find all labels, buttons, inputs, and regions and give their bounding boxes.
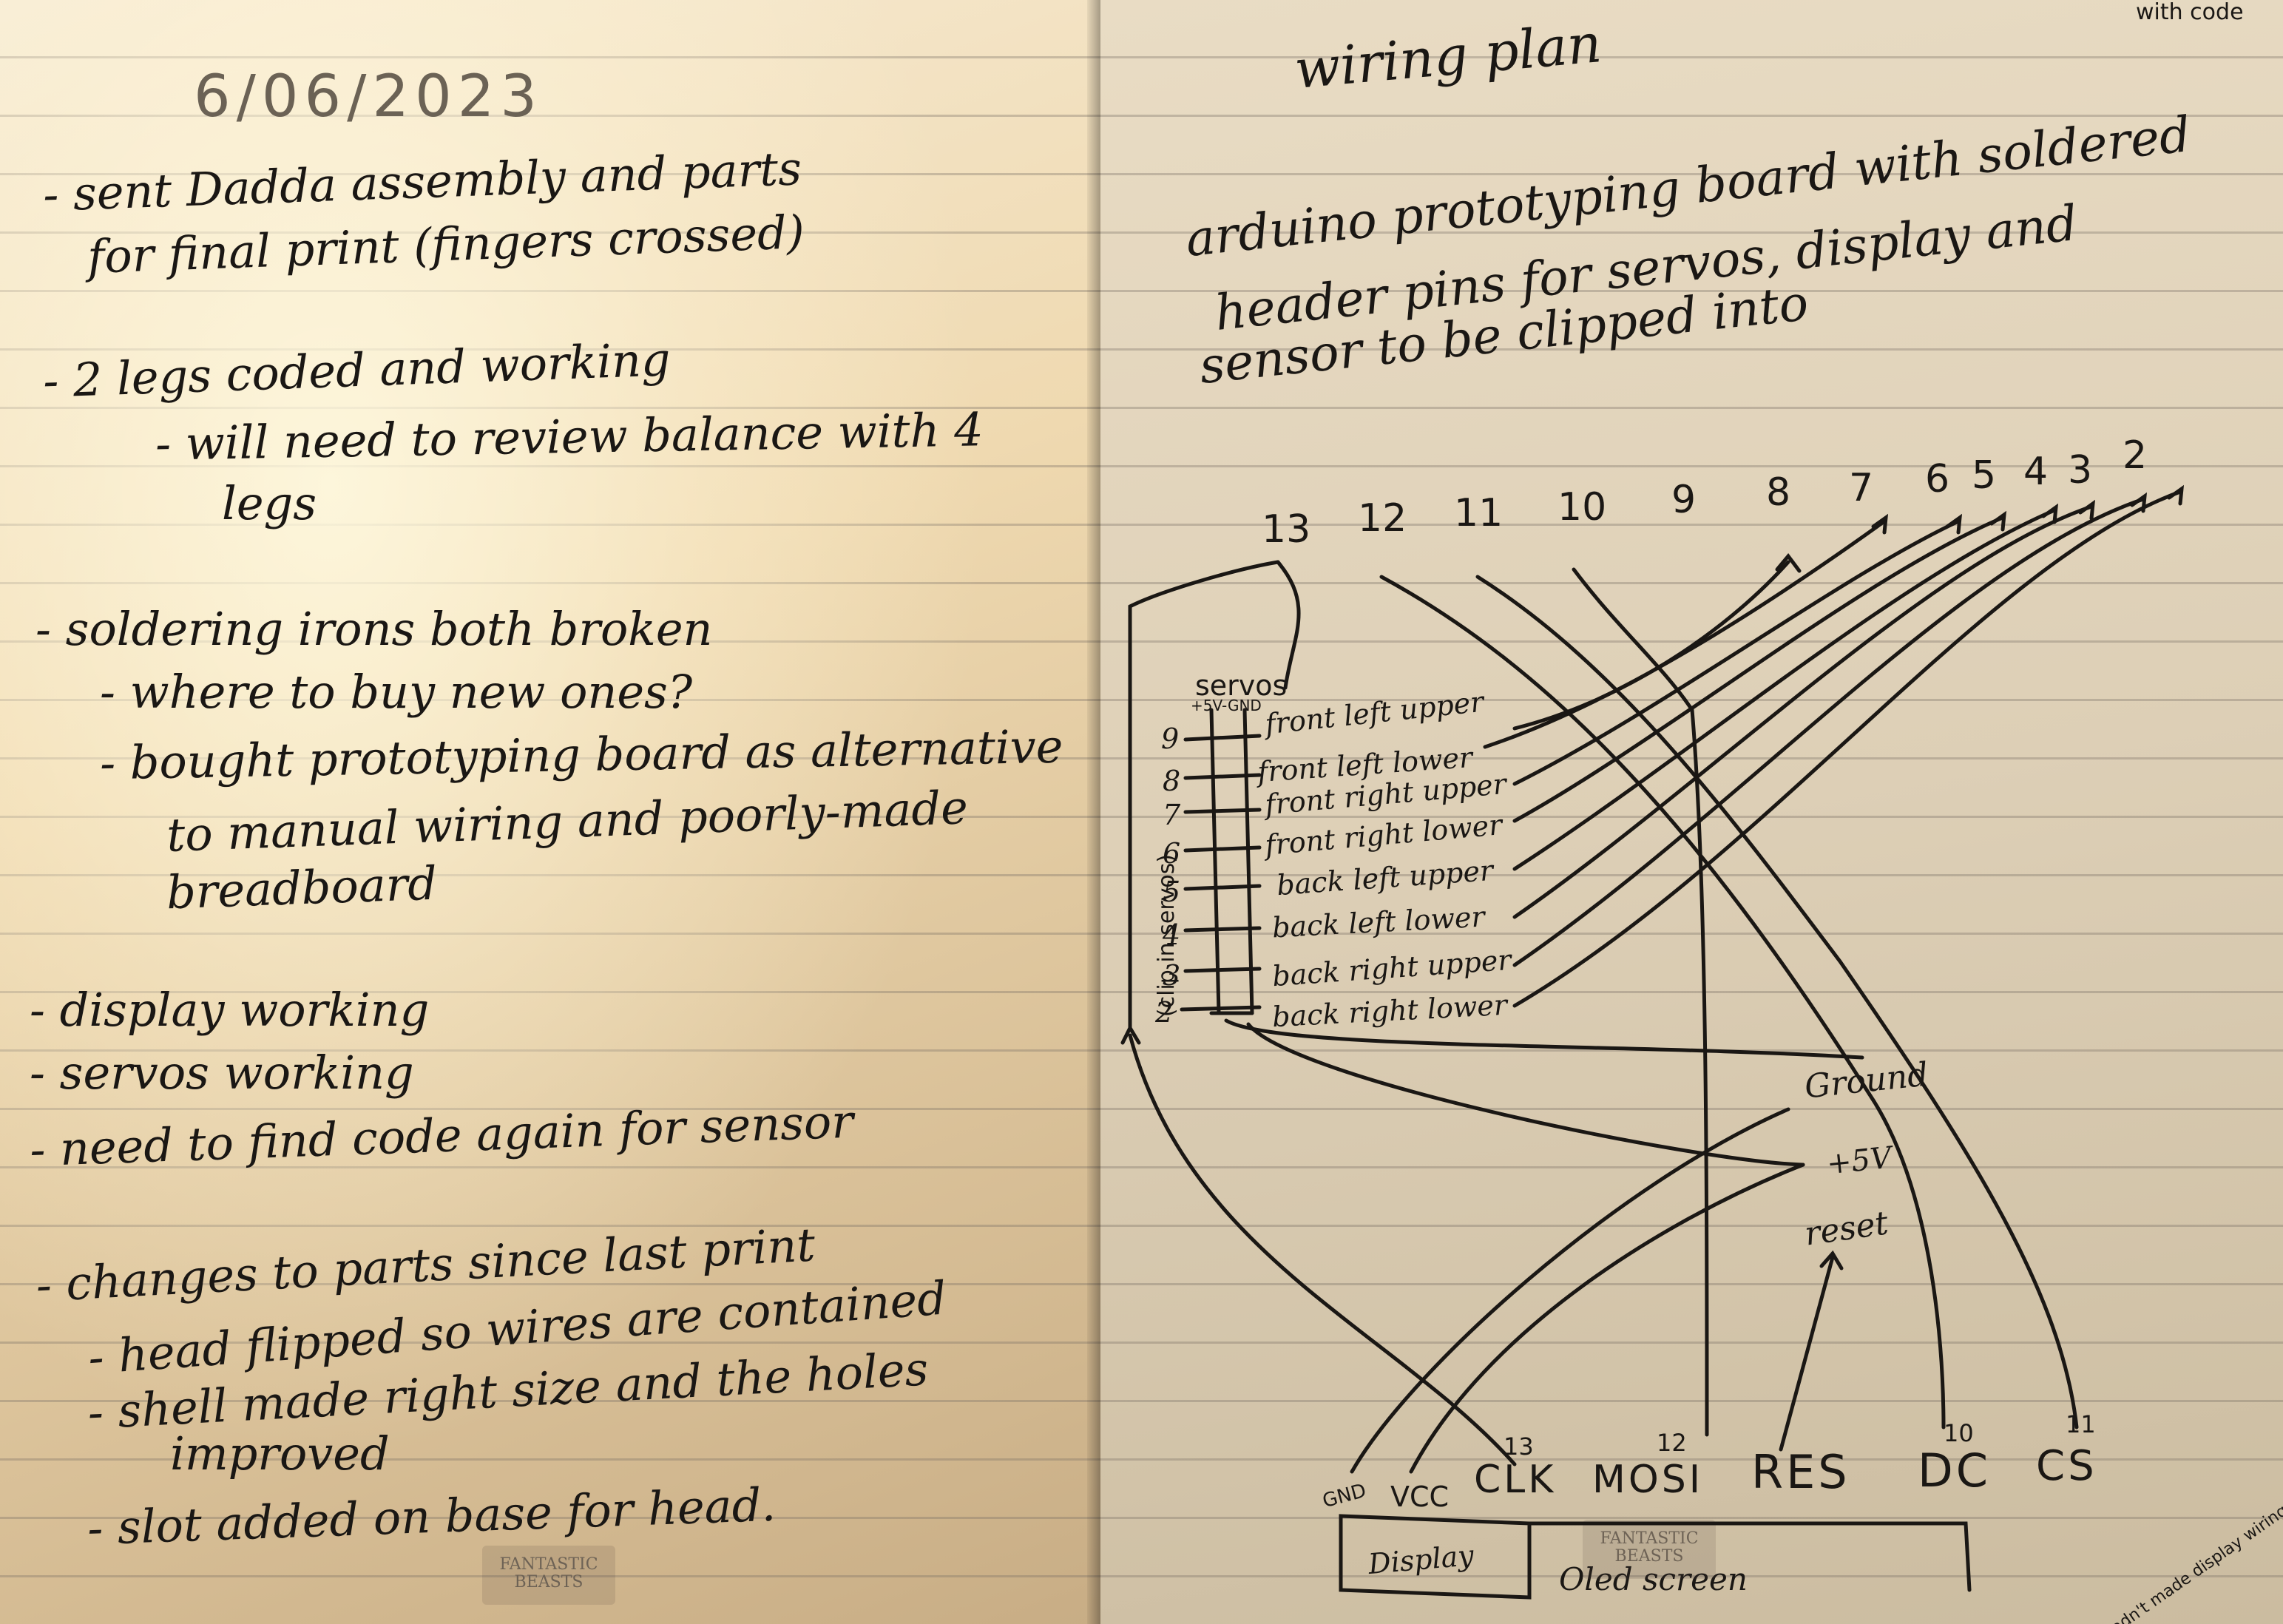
note-line: to manual wiring and poorly-made: [166, 780, 969, 862]
servo-header-rail: [1209, 708, 1221, 1015]
note-line: - bought prototyping board as alternativ…: [99, 719, 1063, 791]
servo-row-tick: [1183, 884, 1262, 891]
display-pin-clk: CLK: [1474, 1458, 1557, 1502]
servos-header: servos: [1195, 669, 1288, 702]
arduino-pin-5: 5: [1972, 453, 1997, 498]
display-pin-number-cs: 11: [2066, 1410, 2096, 1438]
servo-pin-number: 7: [1163, 799, 1181, 831]
arduino-pin-9: 9: [1671, 478, 1697, 522]
servo-header-rail: [1242, 708, 1254, 1015]
servo-wire: [1512, 519, 1961, 786]
note-line: improved: [170, 1427, 390, 1481]
display-gnd-wire: [1350, 1107, 1790, 1474]
note-line: breadboard: [165, 856, 439, 920]
arrowhead: [1871, 513, 1889, 535]
arduino-pin-2: 2: [2123, 433, 2148, 478]
right-notebook-page: with code wiring plan arduino prototypin…: [1100, 0, 2283, 1624]
note-line: - 2 legs coded and working: [41, 332, 672, 408]
servo-pin-number: 8: [1163, 765, 1181, 797]
display-pin-number-mosi: 12: [1657, 1429, 1687, 1457]
arduino-pin-3: 3: [2068, 448, 2093, 493]
arrowhead: [1775, 552, 1802, 573]
servo-wire: [1483, 519, 1887, 749]
arrowhead: [1120, 1024, 1141, 1045]
servo-pin-number: 3: [1163, 959, 1181, 992]
note-line: - need to find code again for sensor: [29, 1094, 854, 1177]
fantastic-beasts-logo: FANTASTIC BEASTS: [482, 1546, 615, 1605]
arrowhead: [2078, 499, 2096, 521]
display-pin-number-clk: 13: [1504, 1432, 1534, 1461]
note-line: legs: [222, 476, 317, 530]
reset-wire: [1779, 1255, 1835, 1452]
display-pin-res: RES: [1751, 1445, 1850, 1499]
display-pin-number-dc: 10: [1944, 1419, 1974, 1447]
note-line: - soldering irons both broken: [35, 602, 713, 656]
servo-row-tick: [1183, 845, 1262, 853]
arrowhead: [2167, 484, 2185, 506]
pin-11-wire: [1475, 575, 2079, 1430]
display-box: [1339, 1514, 1532, 1600]
arduino-pin-6: 6: [1925, 457, 1950, 501]
arrowhead: [2041, 503, 2059, 524]
servo-row-tick: [1180, 1005, 1262, 1012]
servo-wire: [1512, 515, 2005, 823]
arrowhead: [1989, 510, 2007, 532]
arrowhead: [1819, 1250, 1844, 1271]
servo-pin-number: 6: [1163, 837, 1181, 870]
servo-pin-number: 4: [1163, 918, 1181, 951]
servo-wire: [1512, 490, 2182, 1008]
arrowhead: [1945, 513, 1963, 535]
display-pin-mosi: MOSI: [1592, 1458, 1704, 1502]
arduino-pin-10: 10: [1557, 485, 1607, 530]
arduino-pin-8: 8: [1766, 470, 1791, 515]
left-bracket-line: [1128, 560, 1280, 1030]
servo-pin-number: 9: [1161, 723, 1180, 755]
ground-wire: [1224, 1018, 1864, 1060]
display-pin-cs: CS: [2036, 1442, 2097, 1490]
display-clk-wire: [1128, 1033, 1517, 1466]
pin-13-wire: [1276, 560, 1301, 690]
note-line: for final print (fingers crossed): [87, 205, 805, 284]
note-line: - where to buy new ones?: [100, 665, 693, 719]
servo-wire: [1512, 504, 2094, 919]
fantastic-beasts-logo: FANTASTIC BEASTS: [1583, 1520, 1716, 1579]
note-line: - sent Dadda assembly and parts: [42, 141, 803, 222]
servo-pin-number: 2: [1155, 996, 1174, 1029]
display-pin-vcc: VCC: [1390, 1481, 1450, 1513]
oled-box: [1527, 1521, 1972, 1592]
note-line: - slot added on base for head.: [86, 1477, 777, 1556]
servo-wire: [1512, 508, 2057, 871]
arduino-pin-4: 4: [2023, 450, 2049, 494]
display-pin-dc: DC: [1918, 1444, 1992, 1498]
arrowhead: [2130, 492, 2148, 513]
plus5v-wire: [1246, 1022, 1805, 1167]
servo-row-tick: [1183, 808, 1262, 814]
servo-row-tick: [1183, 926, 1262, 933]
servo-pin-number: 5: [1163, 876, 1181, 908]
wiring-diagram: [1120, 484, 2185, 1600]
arduino-pin-11: 11: [1454, 491, 1504, 535]
mosi-wire: [1379, 575, 1946, 1430]
entry-date: 6/06/2023: [194, 64, 543, 130]
arduino-pin-13: 13: [1262, 507, 1311, 552]
pin-10-wire: [1572, 567, 1709, 1437]
servo-row-tick: [1183, 967, 1262, 973]
servo-wire: [1512, 497, 2145, 967]
corner-note: with code: [2136, 0, 2244, 25]
arduino-pin-12: 12: [1358, 496, 1407, 541]
note-line: - servos working: [30, 1046, 414, 1100]
note-line: - will need to review balance with 4: [155, 402, 984, 471]
servo-row-tick: [1183, 773, 1262, 780]
display-vcc-wire: [1409, 1163, 1805, 1474]
servo-row-tick: [1183, 734, 1262, 742]
oled-screen-label: Oled screen: [1559, 1561, 1748, 1597]
note-line: - display working: [30, 983, 430, 1037]
left-notebook-page: 6/06/2023 - sent Dadda assembly and part…: [0, 0, 1100, 1624]
arduino-pin-7: 7: [1849, 466, 1874, 510]
